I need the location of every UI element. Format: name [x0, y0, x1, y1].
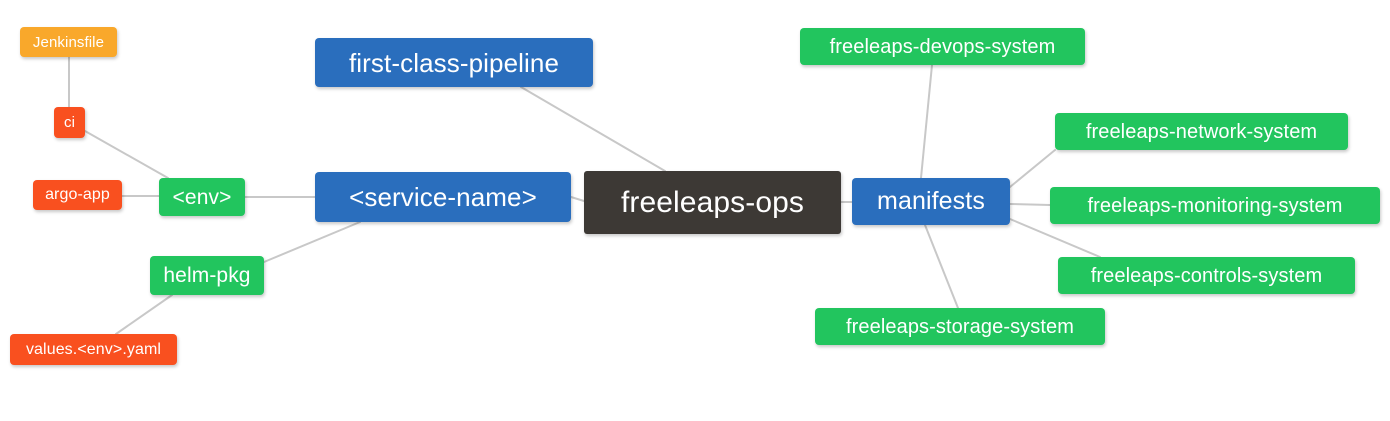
edge-manifests-to-freeleaps-controls-system	[1009, 218, 1101, 258]
edge-manifests-to-freeleaps-network-system	[1009, 149, 1056, 188]
node-label: freeleaps-network-system	[1085, 120, 1318, 143]
edge-manifests-to-freeleaps-monitoring-system	[1009, 203, 1051, 206]
node-label: argo-app	[45, 186, 110, 203]
node-label: freeleaps-monitoring-system	[1087, 194, 1343, 217]
node-label: freeleaps-storage-system	[845, 315, 1075, 338]
node-env[interactable]: <env>	[159, 178, 245, 216]
node-freeleaps-ops[interactable]: freeleaps-ops	[584, 171, 841, 234]
node-helm-pkg[interactable]: helm-pkg	[150, 256, 264, 295]
node-label: first-class-pipeline	[348, 47, 560, 78]
node-freeleaps-network-system[interactable]: freeleaps-network-system	[1055, 113, 1348, 150]
node-label: values.<env>.yaml	[25, 340, 162, 358]
edge-freeleaps-ops-to-first-class-pipeline	[520, 86, 666, 172]
node-label: Jenkinsfile	[32, 33, 105, 51]
node-freeleaps-monitoring-system[interactable]: freeleaps-monitoring-system	[1050, 187, 1380, 224]
node-label: manifests	[877, 187, 985, 215]
edge-freeleaps-ops-to-service-name	[570, 196, 585, 202]
node-values-env-yaml[interactable]: values.<env>.yaml	[10, 334, 177, 365]
node-freeleaps-storage-system[interactable]: freeleaps-storage-system	[815, 308, 1105, 345]
node-freeleaps-controls-system[interactable]: freeleaps-controls-system	[1058, 257, 1355, 294]
node-first-class-pipeline[interactable]: first-class-pipeline	[315, 38, 593, 87]
node-label: ci	[63, 114, 76, 131]
node-label: freeleaps-devops-system	[829, 35, 1056, 58]
node-freeleaps-devops-system[interactable]: freeleaps-devops-system	[800, 28, 1085, 65]
node-label: helm-pkg	[163, 264, 251, 287]
edge-manifests-to-freeleaps-storage-system	[924, 224, 959, 309]
node-label: freeleaps-ops	[620, 185, 805, 219]
node-ci[interactable]: ci	[54, 107, 85, 138]
node-service-name[interactable]: <service-name>	[315, 172, 571, 222]
edge-env-to-ci	[84, 130, 169, 179]
edge-manifests-to-freeleaps-devops-system	[920, 64, 933, 179]
node-label: <service-name>	[349, 182, 537, 212]
node-label: freeleaps-controls-system	[1090, 264, 1323, 287]
node-manifests[interactable]: manifests	[852, 178, 1010, 225]
node-label: <env>	[172, 185, 232, 209]
node-argo-app[interactable]: argo-app	[33, 180, 122, 210]
node-jenkinsfile[interactable]: Jenkinsfile	[20, 27, 117, 57]
edge-service-name-to-helm-pkg	[263, 221, 361, 263]
edge-helm-pkg-to-values-env-yaml	[115, 294, 173, 335]
